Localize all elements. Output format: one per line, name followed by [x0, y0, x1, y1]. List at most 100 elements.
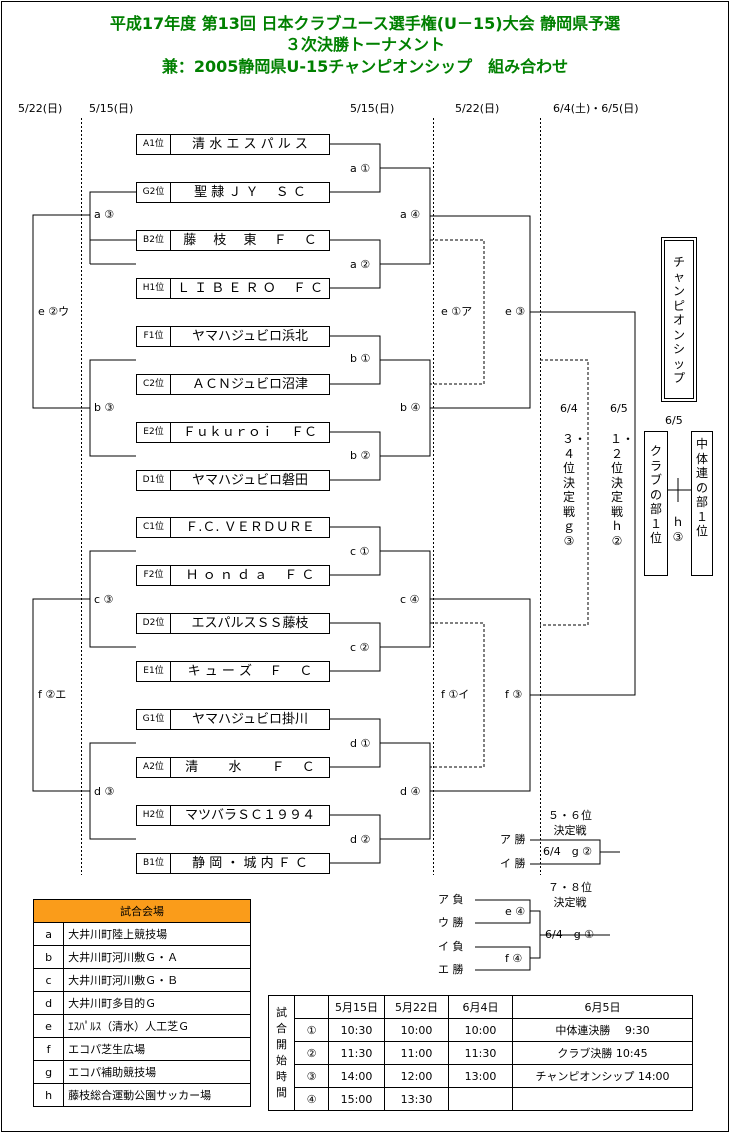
date-3-4-final: 6/4 — [560, 402, 578, 415]
venue-code: h — [32, 1083, 65, 1107]
team-name: エスパルスＳＳ藤枝 — [191, 616, 309, 631]
schedule-no: ② — [294, 1041, 329, 1065]
team-slot: A2位清 水 Ｆ Ｃ — [136, 757, 330, 778]
match-label: b ① — [350, 352, 371, 365]
schedule-header: 5月22日 — [384, 995, 449, 1019]
h3-label: ｈ③ — [671, 515, 684, 544]
p56-game: 6/4 g ② — [543, 845, 593, 858]
match-label: d ③ — [94, 785, 115, 798]
team-rank: H1位 — [137, 279, 171, 298]
match-label: a ① — [350, 162, 371, 175]
schedule-cell: 10:00 — [384, 1018, 449, 1042]
match-label: d ① — [350, 737, 371, 750]
team-rank: C1位 — [137, 518, 171, 537]
title-line-2: ３次決勝トーナメント — [284, 35, 445, 54]
schedule-cell: 14:00 — [328, 1064, 385, 1088]
team-rank: B2位 — [137, 231, 171, 250]
match-label: c ④ — [400, 593, 420, 606]
schedule-cell: 11:30 — [328, 1041, 385, 1065]
team-name: キ ュ ー ズ Ｆ Ｃ — [187, 664, 313, 679]
club-winner-box: クラブの部１位 — [644, 431, 668, 576]
match-label: f ①イ — [441, 688, 470, 701]
match-label: e ①ア — [441, 305, 473, 318]
venue-code: a — [32, 922, 65, 946]
schedule-cell: 13:30 — [384, 1087, 449, 1111]
chutai-winner-box: 中体連の部１位 — [691, 431, 713, 576]
p78-title: ７・８位 決定戦 — [548, 881, 592, 909]
schedule-header: 6月5日 — [512, 995, 693, 1019]
venue-name: 大井川町河川敷Ｇ・Ｂ — [63, 968, 251, 992]
team-name: ヤマハジュビロ浜北 — [191, 329, 309, 344]
schedule-cell: 13:00 — [448, 1064, 513, 1088]
team-rank: E2位 — [137, 423, 171, 442]
schedule-header: 5月15日 — [328, 995, 385, 1019]
team-name: ヤマハジュビロ磐田 — [191, 473, 309, 488]
p78-e4: e ④ — [505, 905, 526, 918]
match-label: b ② — [350, 449, 371, 462]
table-row: ① 10:30 10:00 10:00 中体連決勝 9:30 — [269, 1018, 693, 1042]
title-line-3: 兼：2005静岡県U-15チャンピオンシップ 組み合わせ — [161, 57, 569, 76]
team-name: ヤマハジュビロ掛川 — [191, 712, 309, 727]
team-slot: C1位 Ｆ.Ｃ. ＶＥＲＤＵＲＥ — [136, 517, 330, 538]
match-label: c ① — [350, 545, 370, 558]
team-rank: B1位 — [137, 854, 171, 873]
first-place-label: １・２位決定戦ｈ② — [610, 432, 635, 548]
schedule-corner — [294, 995, 329, 1019]
p78-d: エ 勝 — [438, 963, 464, 976]
p78-game: 6/4 g ① — [545, 928, 595, 941]
third-place-label: ３・４位決定戦ｇ③ — [562, 432, 587, 548]
schedule-no: ③ — [294, 1064, 329, 1088]
team-rank: E1位 — [137, 662, 171, 681]
club-winner-label: クラブの部１位 — [649, 444, 662, 545]
date-header-2: 5/15(日) — [89, 102, 134, 115]
team-rank: A1位 — [137, 135, 171, 154]
match-label: a ③ — [94, 208, 115, 221]
team-rank: A2位 — [137, 758, 171, 777]
p56-b: イ 勝 — [500, 857, 526, 870]
team-name: 聖 隷 Ｊ Ｙ Ｓ Ｃ — [194, 185, 306, 200]
match-label: a ② — [350, 258, 371, 271]
team-name: Ｆ.Ｃ. ＶＥＲＤＵＲＥ — [185, 520, 315, 535]
date-1-2-final: 6/5 — [610, 402, 628, 415]
venue-name: ｴｽﾊﾟﾙｽ（清水）人工芝Ｇ — [63, 1014, 251, 1038]
team-name: Ｈ ｏ ｎ ｄ ａ Ｆ Ｃ — [185, 568, 315, 583]
team-slot: B2位藤 枝 東 Ｆ Ｃ — [136, 230, 330, 251]
match-label: c ③ — [94, 593, 114, 606]
schedule-cell: 15:00 — [328, 1087, 385, 1111]
schedule-no: ① — [294, 1018, 329, 1042]
team-rank: F2位 — [137, 566, 171, 585]
schedule-cell: クラブ決勝 10:45 — [512, 1041, 693, 1065]
team-slot: G2位聖 隷 Ｊ Ｙ Ｓ Ｃ — [136, 182, 330, 203]
team-slot: D2位エスパルスＳＳ藤枝 — [136, 613, 330, 634]
match-label: a ④ — [400, 208, 421, 221]
championship-label: チャンピオンシップ — [672, 255, 685, 385]
venue-code: d — [32, 991, 65, 1015]
schedule-label: 試合開始時間 — [276, 1006, 287, 1099]
schedule-cell: 11:30 — [448, 1041, 513, 1065]
championship-box: チャンピオンシップ — [661, 237, 697, 402]
team-slot: H2位マツバラＳＣ１９９４ — [136, 805, 330, 826]
table-row: ④ 15:00 13:30 — [269, 1087, 693, 1111]
team-slot: F2位 Ｈ ｏ ｎ ｄ ａ Ｆ Ｃ — [136, 565, 330, 586]
match-label: d ④ — [400, 785, 421, 798]
p78-f4: f ④ — [505, 952, 523, 965]
schedule-cell: 10:30 — [328, 1018, 385, 1042]
match-label: b ③ — [94, 401, 115, 414]
schedule-header: 6月4日 — [448, 995, 513, 1019]
match-label: b ④ — [400, 401, 421, 414]
table-row: ③ 14:00 12:00 13:00 チャンピオンシップ 14:00 — [269, 1064, 693, 1088]
venue-code: c — [32, 968, 65, 992]
venue-header: 試合会場 — [33, 899, 251, 923]
venue-name: 大井川町多目的Ｇ — [63, 991, 251, 1015]
title-line-1: 平成17年度 第13回 日本クラブユース選手権(U－15)大会 静岡県予選 — [109, 14, 621, 33]
team-name: ＡＣＮジュビロ沼津 — [191, 377, 309, 392]
schedule-cell — [512, 1087, 693, 1111]
